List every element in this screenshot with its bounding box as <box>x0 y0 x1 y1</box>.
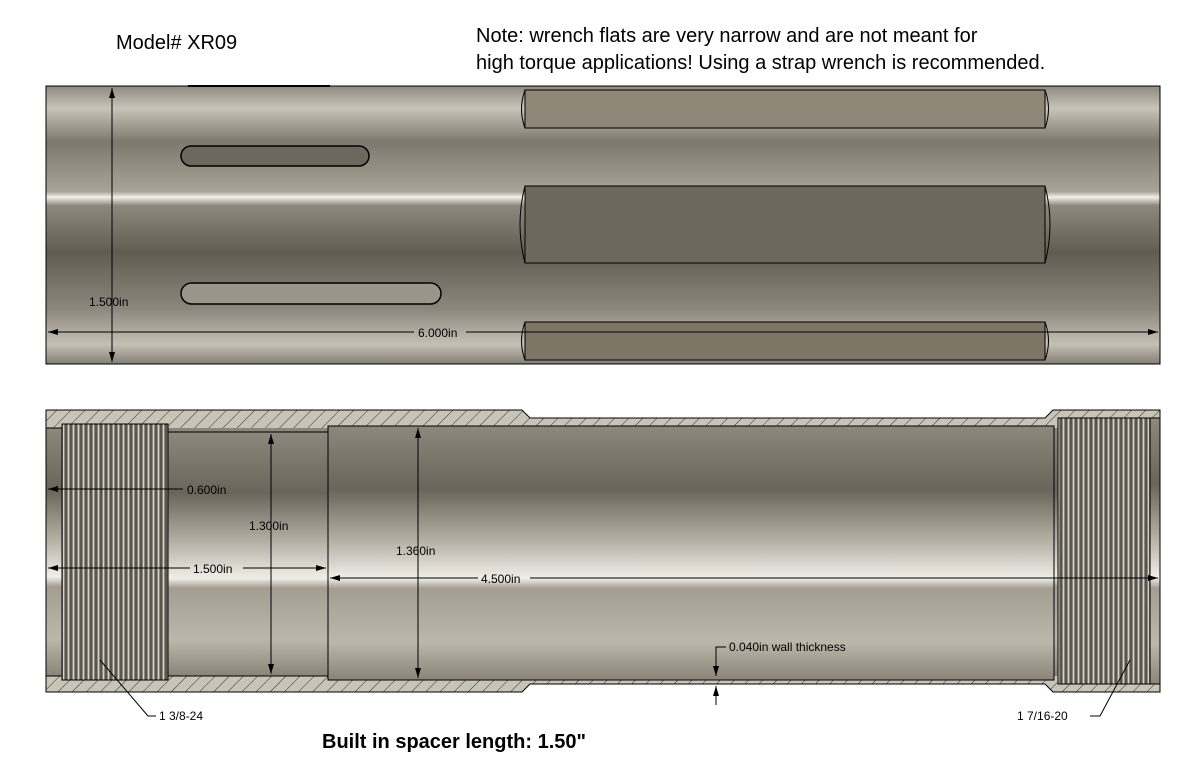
wall-thickness-label: 0.040in wall thickness <box>729 640 846 654</box>
wrench-flat-middle <box>524 185 1046 264</box>
section-view: 0.600in 1.500in 1.300in 1.360in 4.500in … <box>45 409 1161 723</box>
slot-long <box>180 282 442 305</box>
spacer-length-note: Built in spacer length: 1.50" <box>322 731 586 753</box>
note-line-2: high torque applications! Using a strap … <box>476 52 1045 74</box>
wrench-flat-top <box>524 89 1046 129</box>
spacer-length-label: 1.500in <box>193 562 232 576</box>
wrench-flat-bottom <box>524 321 1046 361</box>
top-view: 1.500in 6.000in <box>45 85 1161 365</box>
main-diameter-label: 1.360in <box>396 544 435 558</box>
thread-depth-label: 0.600in <box>187 483 226 497</box>
main-bore <box>327 425 1055 681</box>
note-line-1: Note: wrench flats are very narrow and a… <box>476 25 978 47</box>
thread-right <box>1057 417 1151 685</box>
thread-left-label: 1 3/8-24 <box>159 709 203 723</box>
thread-left <box>61 423 169 681</box>
slot-short <box>180 145 370 167</box>
spacer-diameter-label: 1.300in <box>249 519 288 533</box>
diameter-label: 1.500in <box>89 295 128 309</box>
length-label: 6.000in <box>418 326 457 340</box>
model-number: Model# XR09 <box>116 32 237 54</box>
spacer-bore <box>167 431 329 677</box>
thread-right-label: 1 7/16-20 <box>1017 709 1068 723</box>
main-length-label: 4.500in <box>481 572 520 586</box>
